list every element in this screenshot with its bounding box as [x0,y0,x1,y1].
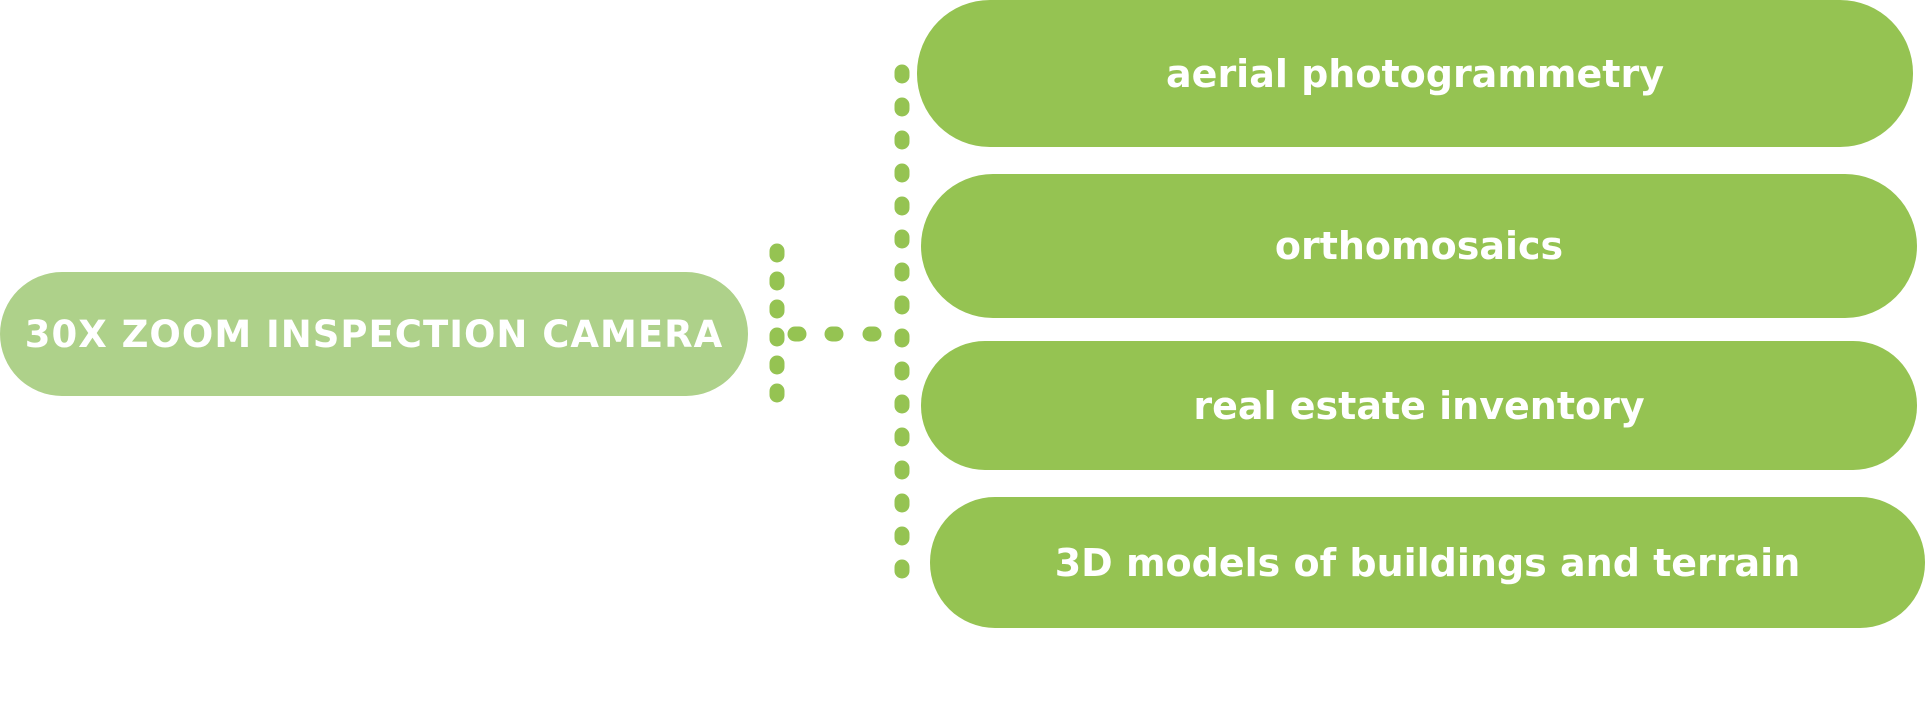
source-node: 30X ZOOM INSPECTION CAMERA [0,272,748,396]
connector-dot [894,493,910,513]
connector-dot [894,526,910,546]
connector-dot [894,394,910,414]
connector-dot [894,97,910,117]
connector-dot [769,299,785,319]
target-node-label: 3D models of buildings and terrain [1054,540,1801,585]
connector-dot [769,327,785,347]
connector-dot [894,295,910,315]
target-node-aerial-photogrammetry: aerial photogrammetry [917,0,1913,147]
connector-dot [769,271,785,291]
target-node-label: real estate inventory [1193,383,1645,428]
connector-dot [894,229,910,249]
connector-dot [769,243,785,263]
connector-dot [894,328,910,348]
connector-dot [769,355,785,375]
connector-dot [894,361,910,381]
target-node-orthomosaics: orthomosaics [921,174,1917,318]
connector-dot [787,326,807,342]
connector-dot [894,64,910,84]
connector-dot [862,326,882,342]
connector-dot [824,326,844,342]
connector-dot [894,196,910,216]
target-node-3d-models: 3D models of buildings and terrain [930,497,1925,628]
target-node-label: aerial photogrammetry [1166,51,1664,96]
target-node-label: orthomosaics [1274,224,1564,268]
connector-dot [894,427,910,447]
connector-dot [894,163,910,183]
connector-dot [894,262,910,282]
connector-dot [894,130,910,150]
connector-dot [769,383,785,403]
connector-dot [894,460,910,480]
source-node-label: 30X ZOOM INSPECTION CAMERA [24,312,724,356]
connector-dot [894,559,910,579]
target-node-real-estate-inventory: real estate inventory [921,341,1917,470]
